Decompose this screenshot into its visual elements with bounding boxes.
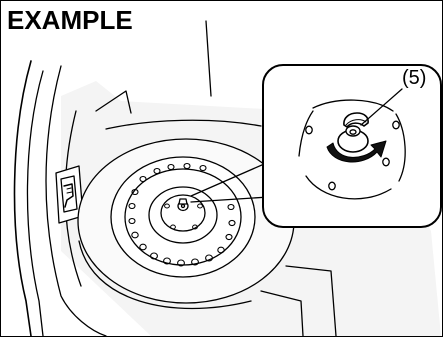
- trunk-side-outer: [15, 61, 31, 336]
- side-latch-body: [61, 176, 77, 212]
- callout-label-5: (5): [402, 67, 426, 89]
- trunk-side-inner: [27, 71, 43, 336]
- spare-tire-outer: [111, 157, 255, 277]
- wing-bolt-small: [178, 199, 188, 211]
- example-title: EXAMPLE: [7, 5, 139, 35]
- trunk-wall-line: [206, 21, 211, 96]
